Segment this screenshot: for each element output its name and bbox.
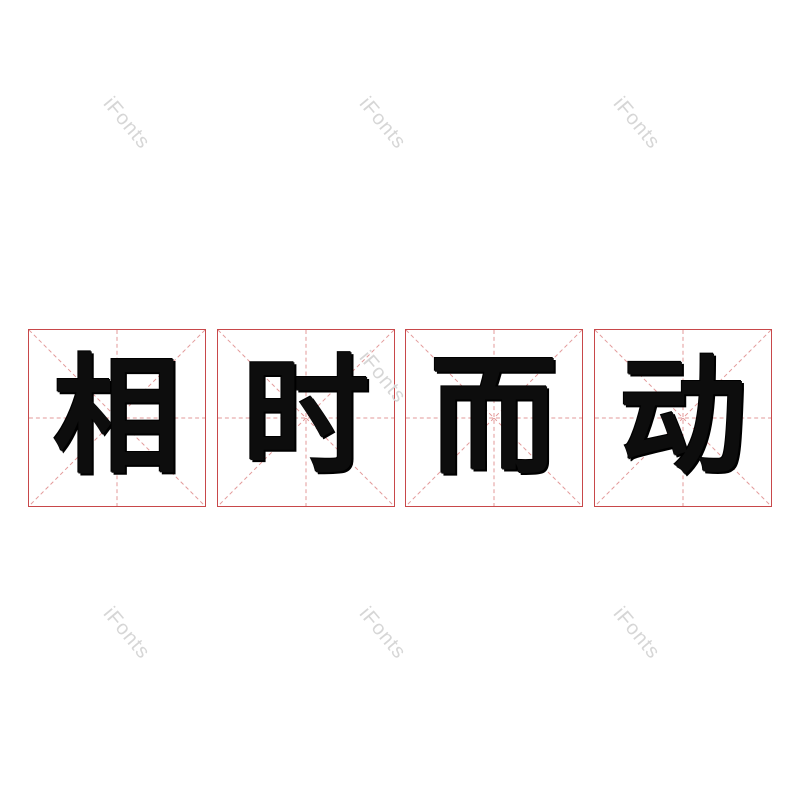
character-glyph: 动 bbox=[618, 343, 747, 492]
character-cell: 时 bbox=[217, 329, 395, 507]
watermark-text: iFonts bbox=[98, 92, 155, 154]
practice-grid-guides bbox=[29, 330, 205, 506]
watermark-text: iFonts bbox=[98, 602, 155, 664]
watermark-text: iFonts bbox=[608, 92, 665, 154]
watermark-text: iFonts bbox=[354, 92, 411, 154]
character-cell: 而 bbox=[405, 329, 583, 507]
watermark-text: iFonts bbox=[608, 602, 665, 664]
practice-grid-guides bbox=[595, 330, 771, 506]
character-cell: 动 bbox=[594, 329, 772, 507]
character-glyph: 而 bbox=[429, 343, 558, 492]
character-glyph: 时 bbox=[241, 343, 370, 492]
practice-grid-guides bbox=[406, 330, 582, 506]
character-grid-row: 相 时 而 bbox=[28, 329, 774, 509]
watermark-text: iFonts bbox=[354, 602, 411, 664]
character-glyph: 相 bbox=[52, 343, 181, 492]
practice-grid-guides bbox=[218, 330, 394, 506]
character-cell: 相 bbox=[28, 329, 206, 507]
